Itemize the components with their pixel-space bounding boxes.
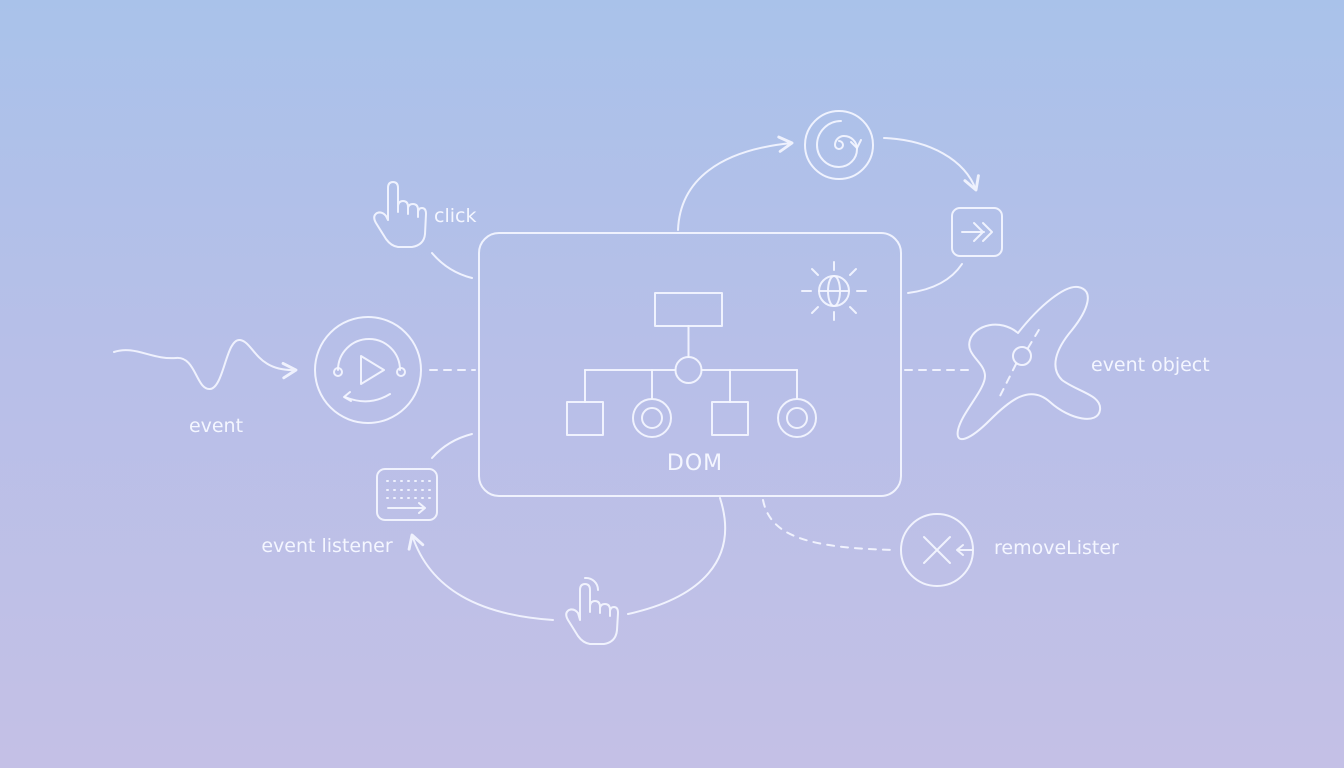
event-label: event	[189, 415, 243, 437]
keyboard-icon	[376, 468, 438, 521]
dom-label: DOM	[667, 451, 723, 476]
forward-arrow-icon	[951, 207, 1003, 257]
pointing-hand-icon	[373, 181, 427, 248]
click-label: click	[434, 205, 476, 227]
dom-panel: DOM	[478, 232, 902, 497]
dom-to-tap-connector	[627, 497, 726, 615]
globe-icon	[801, 261, 867, 321]
event-listener-label: event listener	[261, 535, 392, 557]
dom-tree	[566, 292, 817, 438]
spiral-icon	[804, 110, 874, 180]
event-object-label: event object	[1091, 354, 1210, 376]
click-to-dom-connector	[431, 252, 473, 279]
forward-to-dom-connector	[907, 263, 963, 294]
remove-circle-icon	[900, 513, 974, 587]
remove-listener-label: removeLister	[994, 537, 1119, 559]
play-cycle-icon	[314, 316, 422, 424]
dom-to-spiral-arrow	[677, 135, 794, 231]
dom-to-remove-connector	[762, 499, 896, 551]
splash-blob-icon	[956, 285, 1102, 441]
tap-to-listener-arrow	[407, 533, 554, 621]
tap-hand-icon	[565, 576, 619, 645]
keyboard-to-dom-connector	[431, 433, 473, 459]
wave-signal-icon	[113, 339, 298, 391]
spiral-to-forward-arrow	[883, 137, 980, 192]
